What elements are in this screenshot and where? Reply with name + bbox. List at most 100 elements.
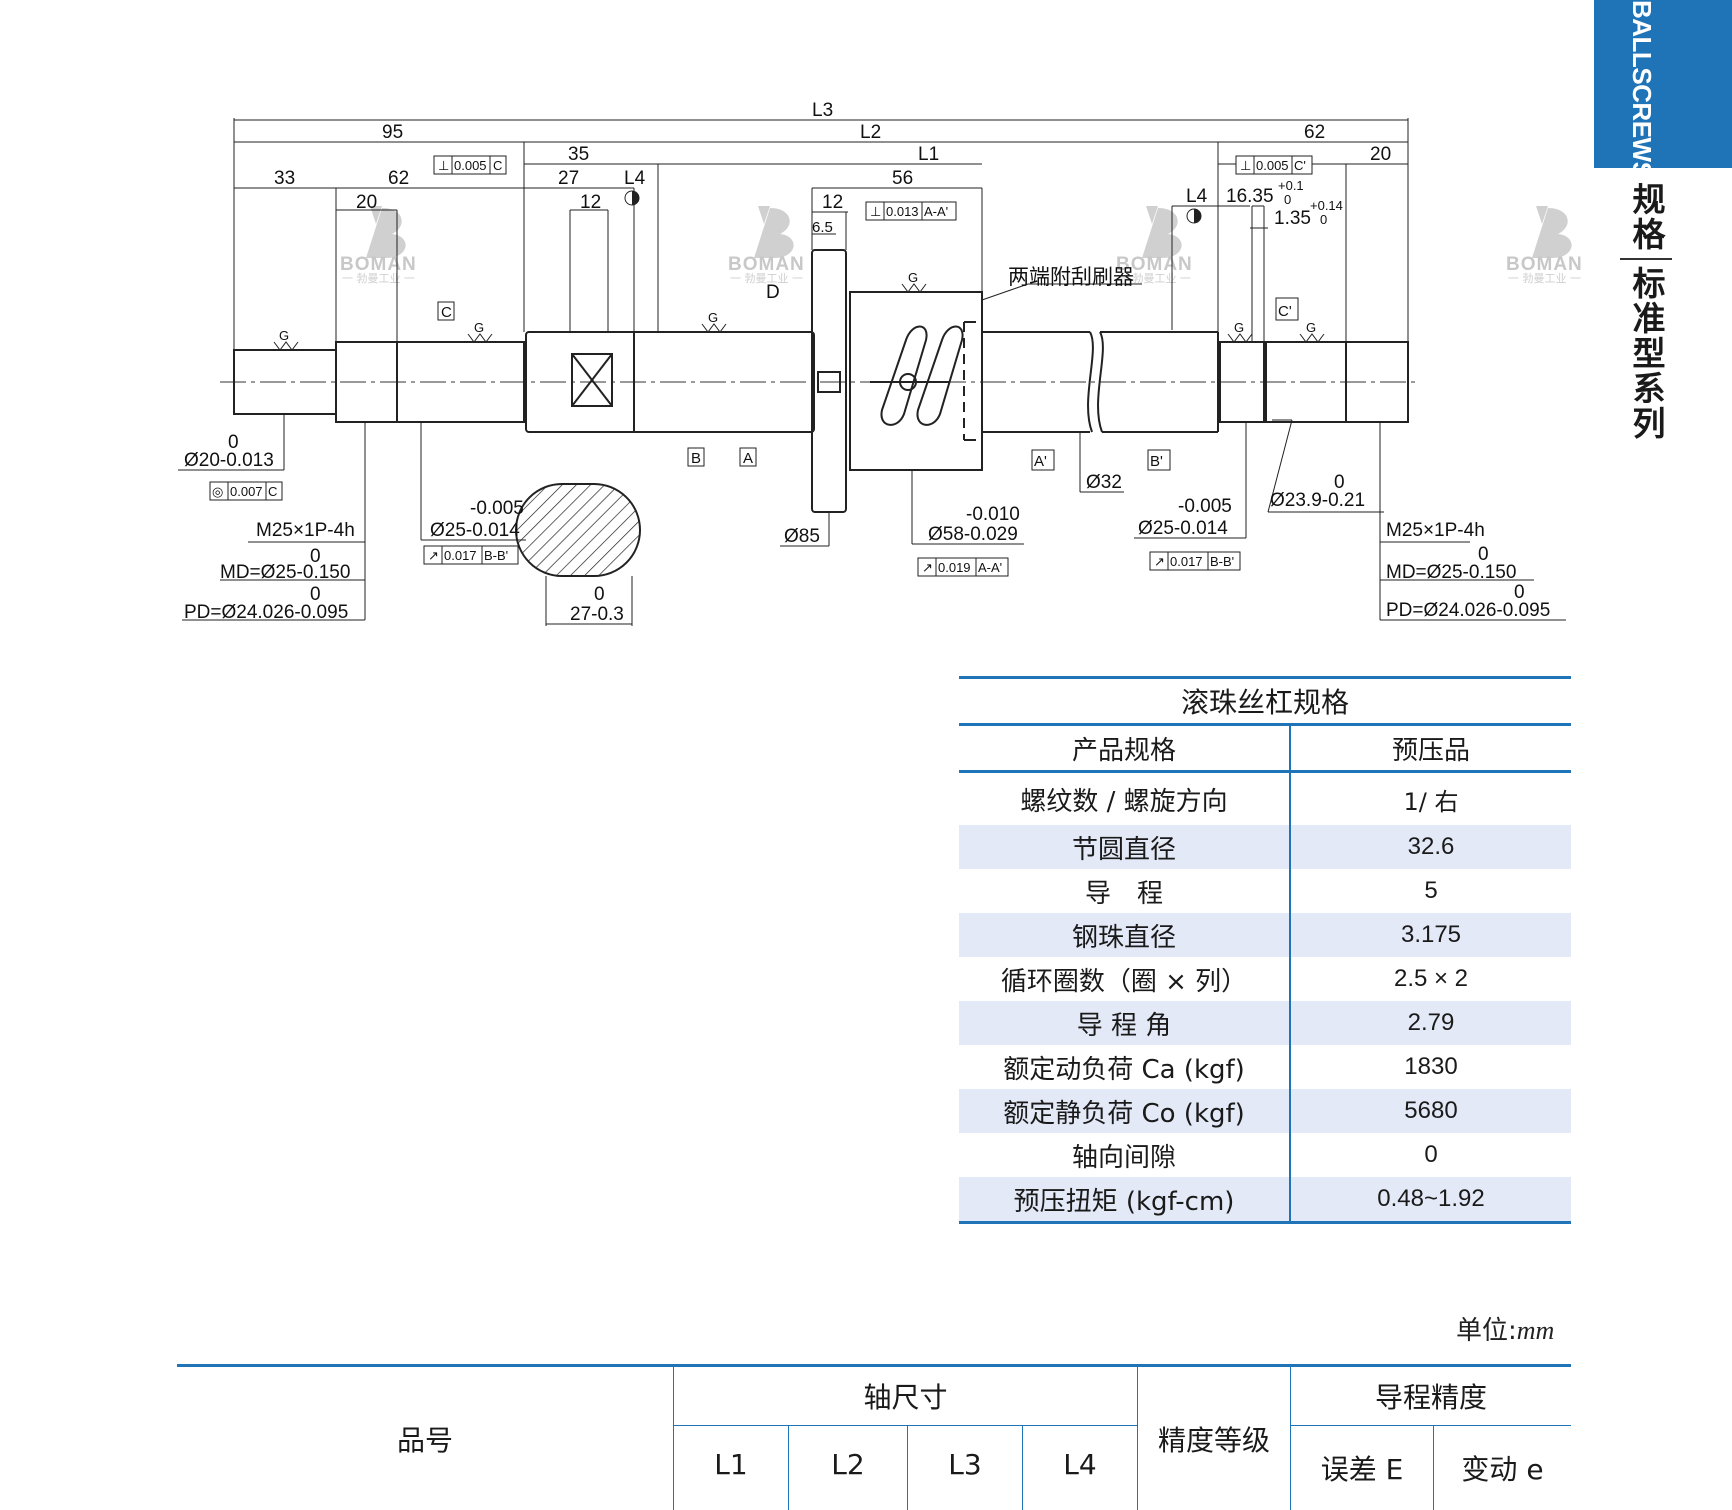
dim-1.35-tol-up: +0.14 xyxy=(1310,198,1343,213)
finish-G: G xyxy=(474,320,484,335)
table-row: 螺纹数 / 螺旋方向 1/ 右 xyxy=(959,772,1571,826)
dimension-lines xyxy=(178,118,1566,626)
unit-value: mm xyxy=(1517,1316,1555,1345)
unit-label: 单位:mm xyxy=(1456,1310,1554,1347)
table-row: 导 程 角 2.79 xyxy=(959,1001,1571,1045)
datum-C: C xyxy=(441,304,452,321)
dim-16.35-tol-up: +0.1 xyxy=(1278,178,1304,193)
tol-2-ref: A-A' xyxy=(924,204,948,219)
dim-6.5: 6.5 xyxy=(812,219,833,236)
datum-boxes xyxy=(438,298,1298,470)
tol-7: 0.017 xyxy=(1170,554,1203,569)
finish-G: G xyxy=(279,328,289,343)
tol-3-ref: C' xyxy=(1294,158,1306,173)
dim-16.35-tol-lo: 0 xyxy=(1284,192,1291,207)
label-pd-right: PD=Ø24.026-0.095 xyxy=(1386,600,1550,621)
dim-33: 33 xyxy=(274,168,295,189)
dim-27: 27 xyxy=(558,168,579,189)
col-grade: 精度等级 xyxy=(1138,1366,1291,1510)
spec-table-title: 滚珠丝杠规格 xyxy=(959,678,1571,725)
label-m25-right: M25×1P-4h xyxy=(1386,520,1485,541)
dim-L3: L3 xyxy=(812,100,833,121)
watermark-logo: BOMAN 一 勃曼工业 一 xyxy=(340,206,417,285)
spec-header-name: 产品规格 xyxy=(959,725,1290,772)
perp-icon: ⊥ xyxy=(870,204,881,219)
spec-header-value: 预压品 xyxy=(1290,725,1571,772)
label-phi85: Ø85 xyxy=(784,526,820,547)
finish-G: G xyxy=(708,310,718,325)
tol-5-ref: B-B' xyxy=(484,548,508,563)
finish-G: G xyxy=(908,270,918,285)
tol-2: 0.013 xyxy=(886,204,919,219)
svg-text:一 勃曼工业 一: 一 勃曼工业 一 xyxy=(1508,272,1581,285)
table-row: 轴向间隙 0 xyxy=(959,1133,1571,1177)
label-md-right: MD=Ø25-0.150 xyxy=(1386,562,1516,583)
shaft xyxy=(234,250,1408,512)
dim-L4-right: L4 xyxy=(1186,186,1208,207)
finish-G: G xyxy=(1306,320,1316,335)
wiper-note: 两端附刮刷器 xyxy=(1008,265,1134,289)
table-row: 导 程 5 xyxy=(959,869,1571,913)
label-phi58-tol-up: -0.010 xyxy=(966,504,1020,525)
tol-1: 0.005 xyxy=(454,158,487,173)
datum-C-prime: C' xyxy=(1278,303,1292,320)
tol-6-ref: A-A' xyxy=(978,560,1002,575)
label-phi58: Ø58-0.029 xyxy=(928,524,1018,545)
table-row: 额定静负荷 Co (kgf) 5680 xyxy=(959,1089,1571,1133)
dim-35: 35 xyxy=(568,144,589,165)
runout-icon: ↗ xyxy=(428,548,439,563)
watermark-logo: BOMAN 一 勃曼工业 一 xyxy=(728,206,805,285)
datum-B-prime: B' xyxy=(1150,453,1163,470)
tol-6: 0.019 xyxy=(938,560,971,575)
dim-20-right: 20 xyxy=(1370,144,1391,165)
tol-7-ref: B-B' xyxy=(1210,554,1234,569)
finish-marks xyxy=(274,284,1324,350)
label-phi239: Ø23.9-0.21 xyxy=(1270,490,1365,511)
dimension-table: 品号 轴尺寸 精度等级 导程精度 L1 L2 L3 L4 误差 E 变动 e xyxy=(177,1364,1571,1510)
dim-16.35: 16.35 xyxy=(1226,186,1274,207)
ballscrew-drawing: BOMAN 一 勃曼工业 一 BOMAN 一 勃曼工业 一 BOMAN 一 勃曼… xyxy=(0,0,1732,660)
label-md-left: MD=Ø25-0.150 xyxy=(220,562,350,583)
finish-G: G xyxy=(1234,320,1244,335)
label-phi25b: Ø25-0.014 xyxy=(1138,518,1228,539)
watermark-logo: BOMAN 一 勃曼工业 一 xyxy=(1506,206,1583,285)
table-row: 钢珠直径 3.175 xyxy=(959,913,1571,957)
label-m25-left: M25×1P-4h xyxy=(256,520,355,541)
dim-12-left: 12 xyxy=(580,192,601,213)
half-circle-icon xyxy=(1187,209,1201,223)
table-row: 额定动负荷 Ca (kgf) 1830 xyxy=(959,1045,1571,1089)
cross-section xyxy=(516,484,640,576)
concentric-icon: ◎ xyxy=(212,484,223,499)
datum-D: D xyxy=(766,282,780,303)
col-shaft: 轴尺寸 xyxy=(674,1366,1138,1426)
dim-L1: L1 xyxy=(918,144,939,165)
half-circle-icon xyxy=(625,191,639,205)
label-phi25a: Ø25-0.014 xyxy=(430,520,520,541)
dim-62-right: 62 xyxy=(1304,122,1325,143)
tol-1-ref: C xyxy=(493,158,502,173)
label-phi32: Ø32 xyxy=(1086,472,1122,493)
dim-20-left: 20 xyxy=(356,192,377,213)
tol-3: 0.005 xyxy=(1256,158,1289,173)
datum-B: B xyxy=(691,450,701,467)
svg-text:一 勃曼工业 一: 一 勃曼工业 一 xyxy=(342,272,415,285)
tol-5: 0.017 xyxy=(444,548,477,563)
label-phi25b-tol-up: -0.005 xyxy=(1178,496,1232,517)
perp-icon: ⊥ xyxy=(1240,158,1251,173)
spec-table: 滚珠丝杠规格 产品规格 预压品 螺纹数 / 螺旋方向 1/ 右 节圆直径 32.… xyxy=(959,676,1571,1224)
dim-62-left: 62 xyxy=(388,168,409,189)
label-phi25a-tol-up: -0.005 xyxy=(470,498,524,519)
dim-L2: L2 xyxy=(860,122,881,143)
dim-95: 95 xyxy=(382,122,403,143)
table-row: 循环圈数（圈 × 列） 2.5 × 2 xyxy=(959,957,1571,1001)
table-row: 预压扭矩 (kgf-cm) 0.48~1.92 xyxy=(959,1177,1571,1223)
table-row: 节圆直径 32.6 xyxy=(959,825,1571,869)
datum-A: A xyxy=(743,450,753,467)
dim-1.35: 1.35 xyxy=(1274,208,1311,229)
label-pd-left: PD=Ø24.026-0.095 xyxy=(184,602,348,623)
runout-icon: ↗ xyxy=(922,560,933,575)
dim-1.35-tol-lo: 0 xyxy=(1320,212,1327,227)
tol-4: 0.007 xyxy=(230,484,263,499)
col-part-no: 品号 xyxy=(177,1366,674,1510)
dim-L4-left: L4 xyxy=(624,168,646,189)
